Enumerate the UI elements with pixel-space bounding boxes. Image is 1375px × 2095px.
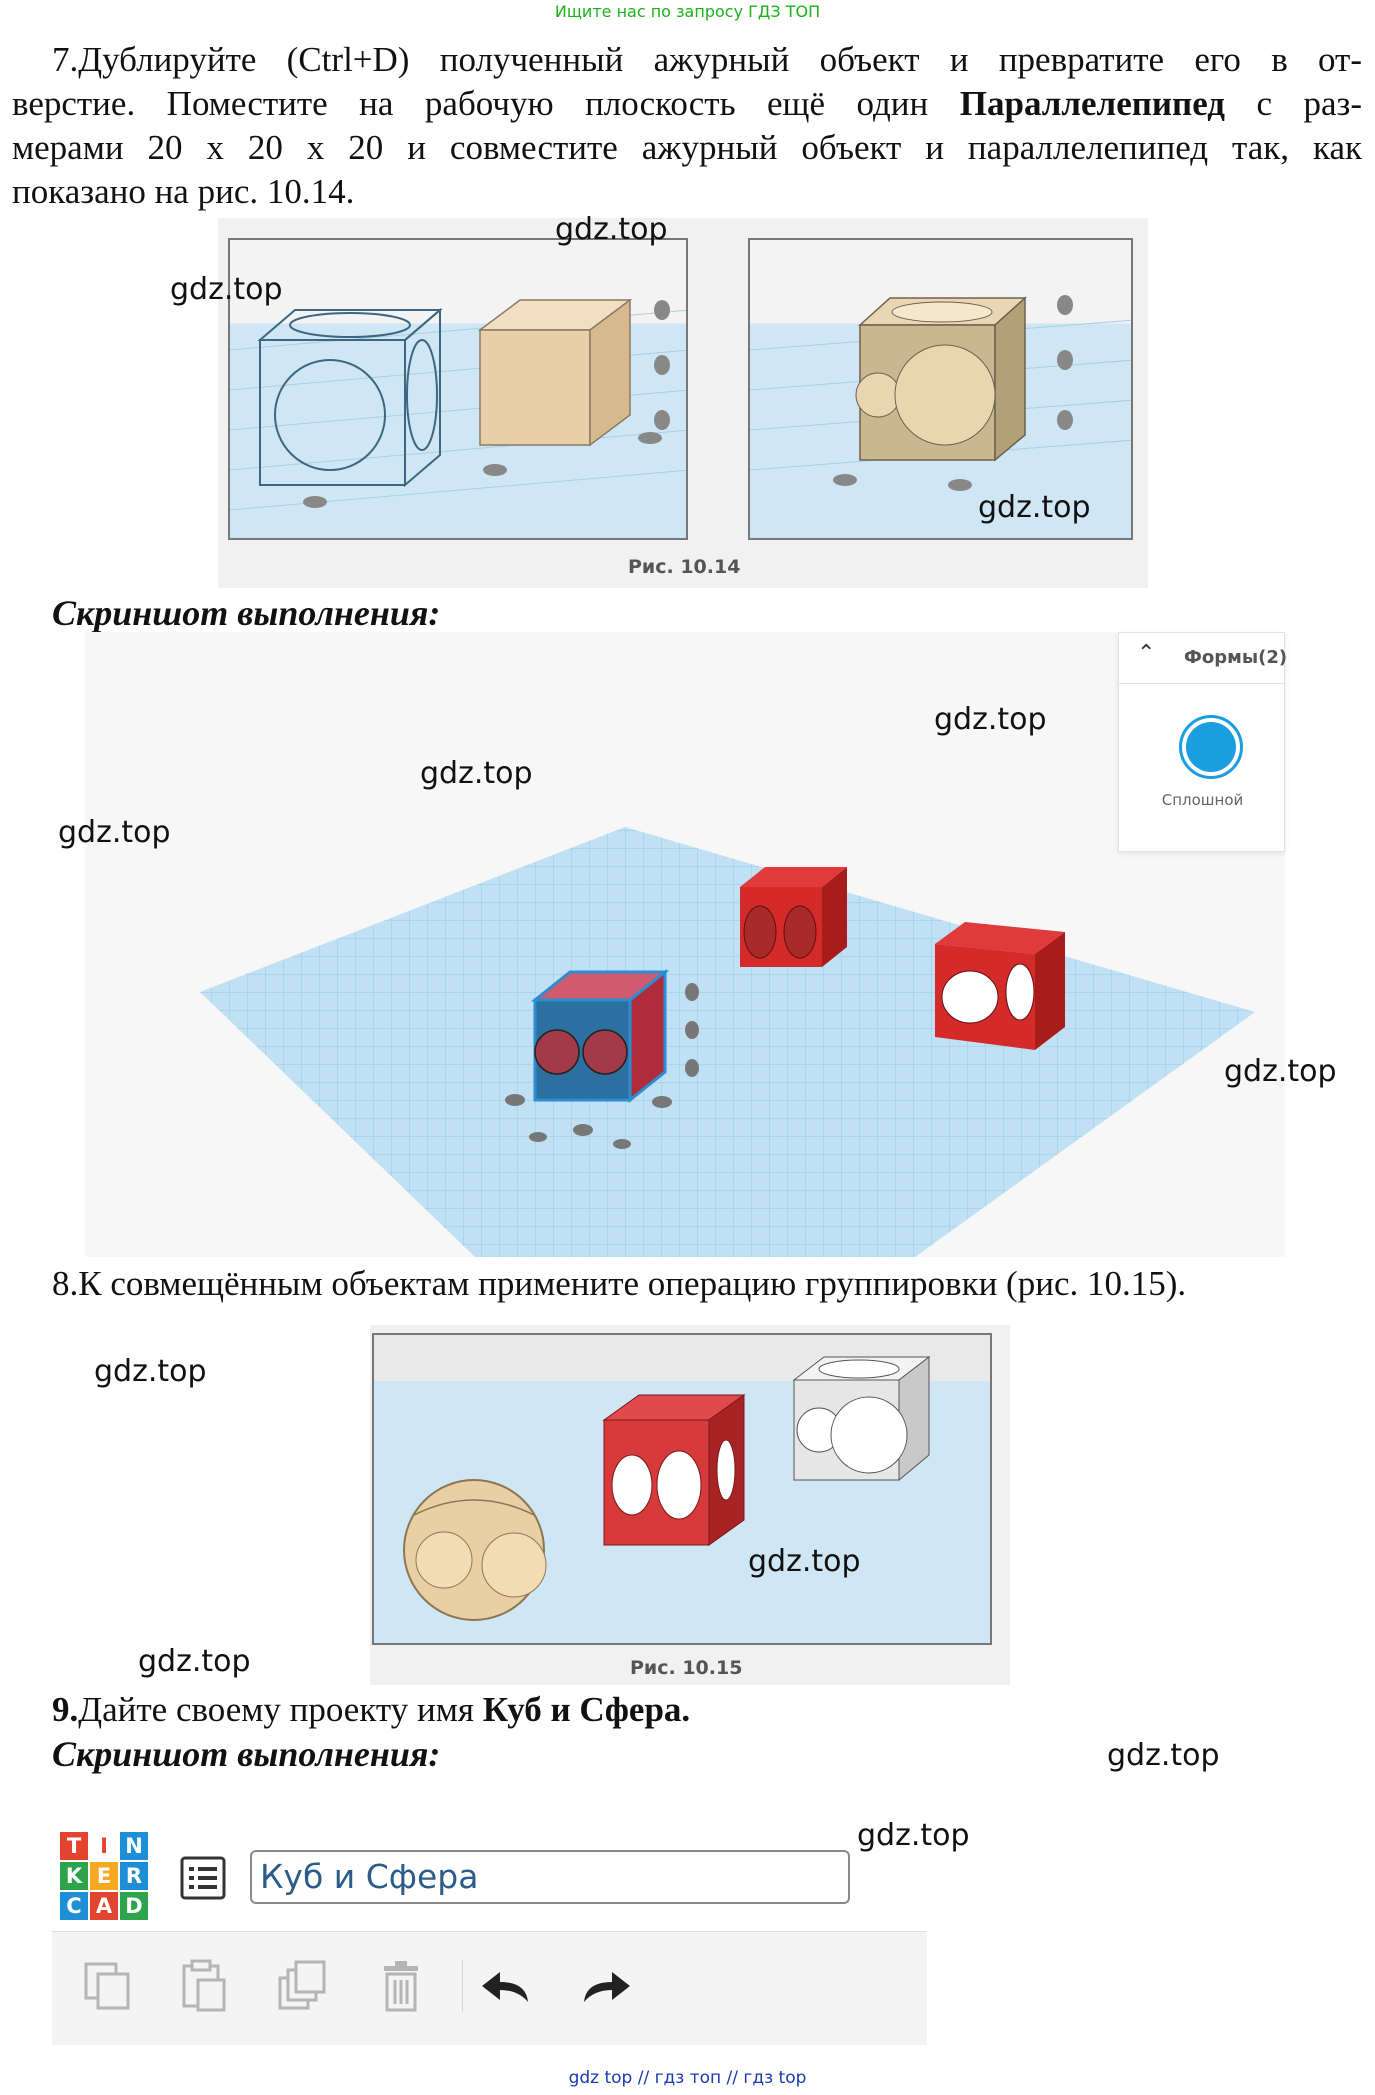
watermark: gdz.top [857, 1818, 970, 1853]
figure-10-14: Рис. 10.14 [218, 218, 1148, 588]
step8-paragraph: 8.К совмещённым объектам примените опера… [52, 1264, 1187, 1303]
cubes-illustration-right [750, 295, 1131, 491]
logo-letter: I [90, 1832, 118, 1860]
step9-paragraph: 9.Дайте своему проекту имя Куб и Сфера. [52, 1688, 1052, 1732]
watermark: gdz.top [934, 702, 1047, 737]
paste-icon[interactable] [178, 1958, 234, 2018]
grouped-objects-illustration [403, 1355, 931, 1621]
step9-text: Дайте своему проекту имя [78, 1690, 483, 1729]
watermark: gdz.top [1107, 1738, 1220, 1773]
redo-icon[interactable] [578, 1968, 632, 2012]
step7-line4: показано на рис. 10.14. [12, 172, 355, 211]
watermark: gdz.top [978, 490, 1091, 525]
menu-list-icon[interactable] [180, 1856, 226, 1904]
top-banner: Ищите нас по запросу ГДЗ ТОП [554, 2, 821, 21]
chevron-up-icon[interactable]: ⌃ [1137, 641, 1156, 666]
figure-10-14-right-panel [748, 238, 1133, 540]
shapes-panel: ⌃ Формы(2) Сплошной [1118, 632, 1288, 852]
watermark: gdz.top [94, 1354, 207, 1389]
step9-project-name: Куб и Сфера. [482, 1690, 691, 1729]
logo-letter: T [60, 1832, 88, 1860]
cubes-illustration-left [230, 298, 686, 511]
shapes-panel-title: Формы(2) [1184, 647, 1288, 668]
workplane-svg [200, 827, 1255, 1257]
footer-links: gdz top // гдз топ // гдз top [568, 2068, 807, 2088]
logo-letter: D [120, 1892, 148, 1920]
watermark: gdz.top [138, 1644, 251, 1679]
tinkercad-header: T I N K E R C A D Куб и Сфера [52, 1820, 927, 1932]
watermark: gdz.top [555, 212, 668, 247]
watermark: gdz.top [58, 815, 171, 850]
screenshot-heading-2: Скриншот выполнения: [52, 1734, 441, 1774]
step9-number: 9. [52, 1690, 79, 1729]
watermark: gdz.top [1224, 1054, 1337, 1089]
tinkercad-toolbar-screenshot: T I N K E R C A D Куб и Сфера [52, 1820, 927, 2045]
trash-icon[interactable] [374, 1958, 430, 2018]
copy-icon[interactable] [80, 1958, 136, 2018]
watermark: gdz.top [420, 756, 533, 791]
logo-letter: K [60, 1862, 88, 1890]
figure-10-15: Рис. 10.15 [370, 1325, 1010, 1685]
duplicate-icon[interactable] [276, 1958, 332, 2018]
step7-line2: верстие. Поместите на рабочую плоскость … [12, 84, 1362, 123]
watermark: gdz.top [170, 272, 283, 307]
logo-letter: R [120, 1862, 148, 1890]
figure-10-15-panel [372, 1333, 992, 1645]
solid-label: Сплошной [1161, 791, 1244, 809]
figure-10-14-caption: Рис. 10.14 [628, 556, 741, 578]
screenshot-heading-1: Скриншот выполнения: [52, 593, 441, 633]
step7-line3: мерами 20 х 20 х 20 и совместите ажурный… [12, 128, 1362, 167]
project-name-input[interactable]: Куб и Сфера [250, 1850, 850, 1904]
undo-icon[interactable] [480, 1968, 534, 2012]
figure-10-14-left-panel [228, 238, 688, 540]
screenshot-workplane: ⌃ Формы(2) Сплошной [85, 632, 1288, 1257]
logo-letter: C [60, 1892, 88, 1920]
figure-10-15-caption: Рис. 10.15 [630, 1657, 743, 1679]
logo-letter: N [120, 1832, 148, 1860]
solid-color-button[interactable] [1179, 715, 1243, 779]
logo-letter: E [90, 1862, 118, 1890]
step7-line1: 7.Дублируйте (Ctrl+D) полученный ажурный… [52, 40, 1362, 79]
step7-paragraph: 7.Дублируйте (Ctrl+D) полученный ажурный… [12, 38, 1362, 214]
tinkercad-logo[interactable]: T I N K E R C A D [60, 1832, 148, 1920]
logo-letter: A [90, 1892, 118, 1920]
watermark: gdz.top [748, 1544, 861, 1579]
